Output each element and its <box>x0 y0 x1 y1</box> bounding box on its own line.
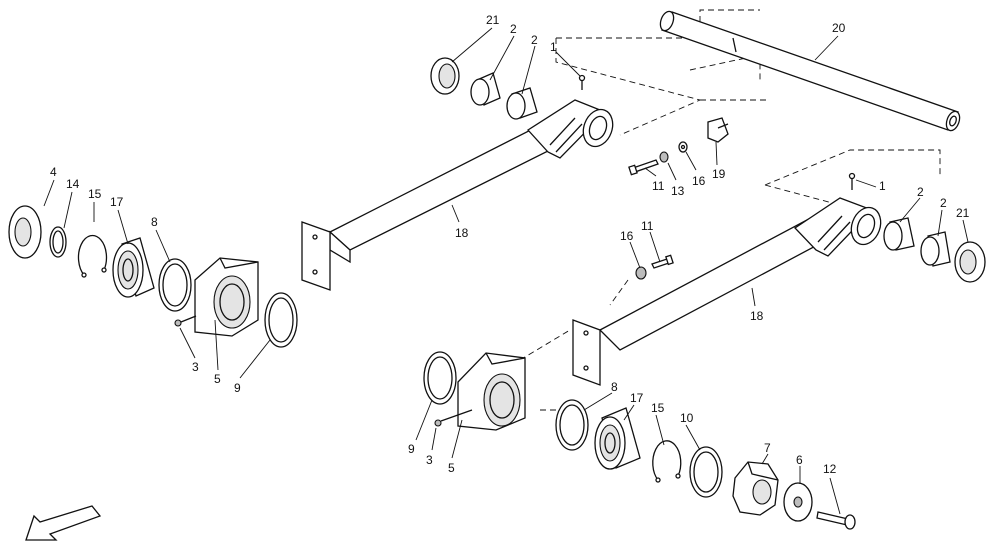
callout-labels: 21 2 2 1 20 4 14 15 17 8 18 3 5 9 11 13 … <box>50 13 970 476</box>
grease-nipple-part-3-left <box>174 315 197 327</box>
callout-5-bottom: 5 <box>448 461 455 475</box>
circlip-part-15-bottom <box>652 440 682 483</box>
callout-3-left: 3 <box>192 360 199 374</box>
callout-21-right: 21 <box>956 206 970 220</box>
callout-10: 10 <box>680 411 694 425</box>
callout-21-top: 21 <box>486 13 500 27</box>
nut-part-16-middle <box>635 266 647 280</box>
seal-ring-part-9-bottom <box>423 351 457 405</box>
swing-arm-upper-part-18 <box>301 99 614 291</box>
assembly-dash-lines <box>519 9 941 411</box>
callout-20: 20 <box>832 21 846 35</box>
callout-8-bottom: 8 <box>611 380 618 394</box>
swing-arm-lower-part-18 <box>572 197 882 386</box>
seal-ring-part-9-left <box>264 292 298 348</box>
callout-2-right-a: 2 <box>917 185 924 199</box>
shaft-part-20 <box>659 10 961 132</box>
callout-1-top: 1 <box>550 40 557 54</box>
callout-15-bottom: 15 <box>651 401 665 415</box>
bearing-part-17-left <box>112 237 155 298</box>
callout-16-top: 16 <box>692 174 706 188</box>
nut-part-7 <box>732 461 779 516</box>
bushing-part-2-top-a <box>470 72 501 106</box>
callout-2-right-b: 2 <box>940 196 947 210</box>
circlip-part-14 <box>49 226 67 258</box>
callout-13: 13 <box>671 184 685 198</box>
bolt-part-11-middle <box>651 254 674 269</box>
housing-part-5-bottom <box>457 352 526 431</box>
bolt-part-12 <box>816 511 856 530</box>
bearing-part-17-bottom <box>594 407 641 470</box>
circlip-part-15-left <box>77 234 108 278</box>
arrow-down-left-icon <box>25 505 102 541</box>
callout-11-top: 11 <box>652 179 665 193</box>
washer-part-13 <box>659 151 669 163</box>
housing-part-5-left <box>194 257 259 337</box>
seal-ring-part-8-bottom <box>555 399 589 451</box>
callout-15-left: 15 <box>88 187 102 201</box>
bracket-part-19 <box>707 117 729 143</box>
callout-6: 6 <box>796 453 803 467</box>
seal-ring-part-10 <box>689 446 723 498</box>
callout-4: 4 <box>50 165 57 179</box>
callout-9-bottom: 9 <box>408 442 415 456</box>
bushing-part-2-right-a <box>883 217 915 251</box>
callout-1-right: 1 <box>879 179 886 193</box>
callout-19: 19 <box>712 167 726 181</box>
bushing-part-21-top <box>430 57 460 95</box>
callout-3-bottom: 3 <box>426 453 433 467</box>
bushing-part-2-top-b <box>506 87 538 120</box>
callout-9-left: 9 <box>234 381 241 395</box>
callout-17-left: 17 <box>110 195 124 209</box>
callout-18-upper: 18 <box>455 226 469 240</box>
callout-5-left: 5 <box>214 372 221 386</box>
callout-8-left: 8 <box>151 215 158 229</box>
grease-nipple-part-3-bottom <box>434 409 473 427</box>
callout-2-top-b: 2 <box>531 33 538 47</box>
grease-nipple-part-1-right <box>848 172 856 190</box>
callout-7: 7 <box>764 441 771 455</box>
callout-14: 14 <box>66 177 80 191</box>
callout-16-middle: 16 <box>620 229 634 243</box>
callout-12: 12 <box>823 462 837 476</box>
callout-18-lower: 18 <box>750 309 764 323</box>
bushing-part-2-right-b <box>920 231 951 267</box>
grease-nipple-part-1-top <box>578 74 586 90</box>
end-cap-part-4 <box>8 205 42 259</box>
seal-ring-part-8-left <box>158 258 192 312</box>
washer-part-6 <box>783 482 813 522</box>
bolt-part-11-top <box>628 159 659 176</box>
callout-11-middle: 11 <box>641 219 654 233</box>
callout-2-top-a: 2 <box>510 22 517 36</box>
callout-17-bottom: 17 <box>630 391 644 405</box>
leader-lines <box>43 27 969 515</box>
nut-part-16-top <box>678 141 688 153</box>
bushing-part-21-right <box>954 241 986 283</box>
